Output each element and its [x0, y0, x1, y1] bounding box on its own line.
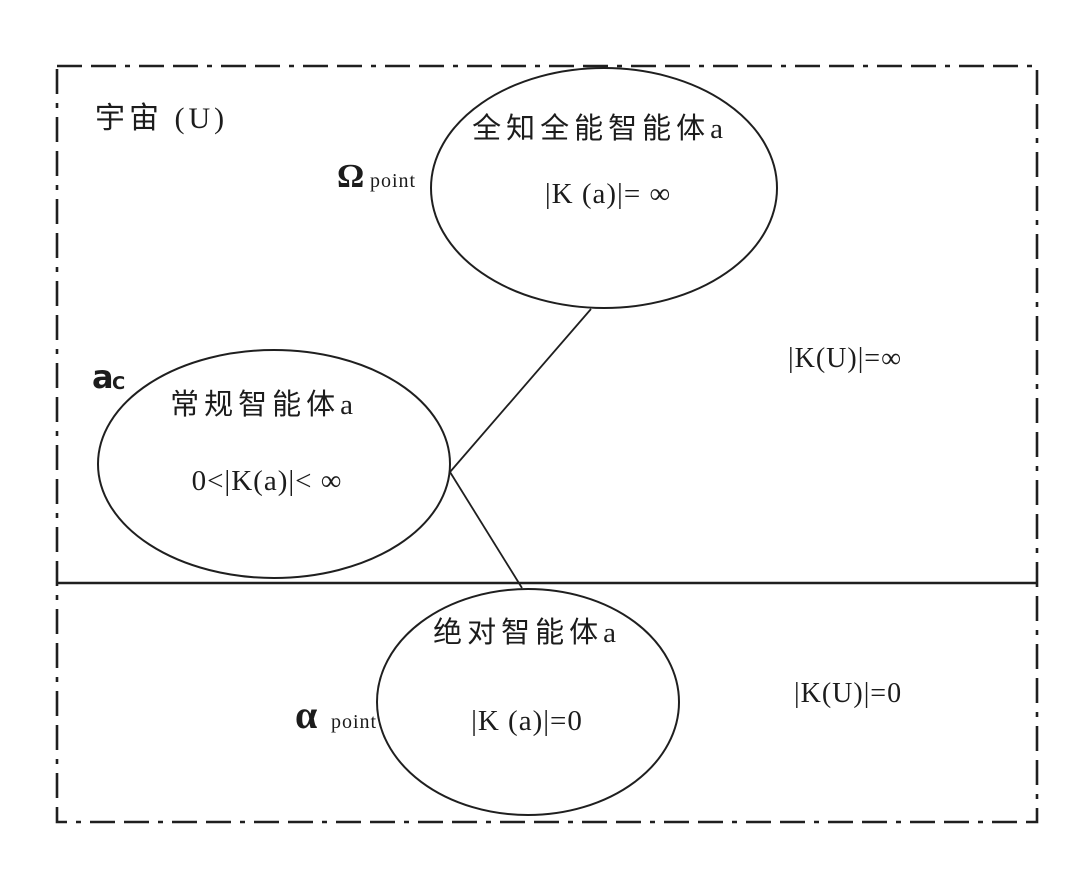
- absolute-agent-formula: |K (a)|=0: [471, 705, 583, 737]
- alpha-point-suffix: point: [331, 711, 377, 733]
- omega-point-symbol: Ω: [337, 158, 364, 195]
- absolute-agent-title: 绝对智能体a: [433, 616, 621, 649]
- absolute-agent-ellipse: [376, 588, 680, 816]
- omnipotent-agent-ellipse: [430, 67, 778, 309]
- alpha-point-symbol: α: [295, 692, 317, 737]
- conventional-agent-title: 常规智能体a: [170, 388, 358, 421]
- conventional-point-symbol: a: [92, 358, 114, 396]
- connector-omnipotent-to-conventional: [449, 308, 592, 473]
- universe-label: 宇宙 (U): [95, 102, 228, 135]
- conventional-point-suffix: C: [112, 373, 125, 394]
- omnipotent-agent-formula: |K (a)|= ∞: [545, 178, 671, 210]
- upper-region-formula: |K(U)|=∞: [788, 343, 902, 374]
- universe-border: [55, 64, 1039, 824]
- conventional-agent-ellipse: [97, 349, 451, 579]
- conventional-agent-formula: 0<|K(a)|< ∞: [192, 465, 343, 497]
- omega-point-suffix: point: [370, 170, 416, 192]
- connector-conventional-to-absolute: [449, 471, 523, 589]
- omnipotent-agent-title: 全知全能智能体a: [472, 112, 728, 145]
- lower-region-formula: |K(U)|=0: [794, 678, 902, 709]
